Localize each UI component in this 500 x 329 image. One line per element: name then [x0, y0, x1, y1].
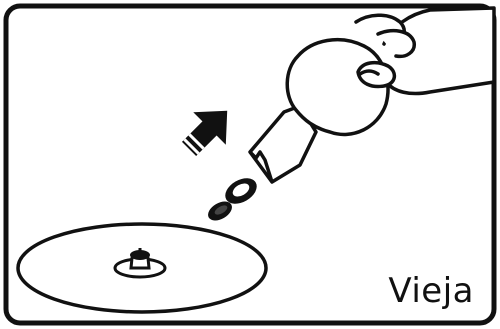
hand-icon [354, 6, 496, 96]
frame-border [3, 3, 497, 326]
arrow-up-right-icon [181, 110, 228, 157]
caption-label: Vieja [388, 271, 474, 311]
washer-icon [225, 178, 257, 204]
valve-stud-icon [113, 248, 167, 279]
bulb-tool-icon [248, 37, 390, 184]
o-ring-icon [208, 201, 232, 221]
